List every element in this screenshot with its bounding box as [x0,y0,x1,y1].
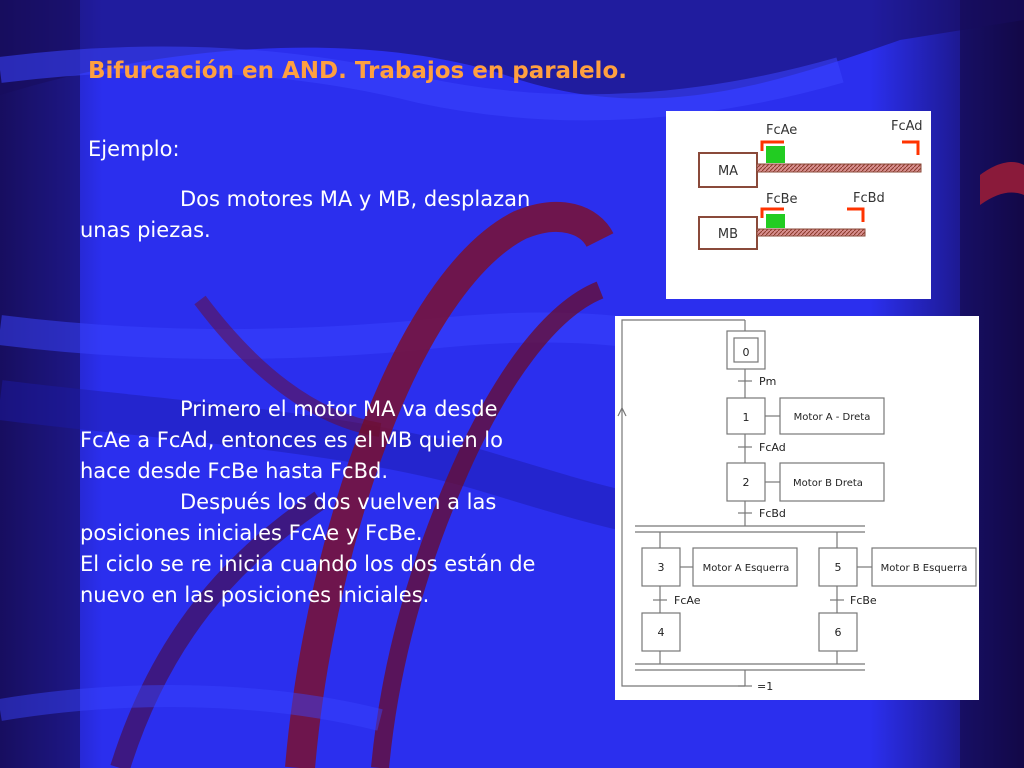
motor-mb-label: MB [718,227,738,242]
motor-mb-actuator [766,214,785,228]
example-label: Ejemplo: [88,137,180,161]
grafcet-diagram: 0 Pm 1 Motor A - Dreta FcAd 2 Motor B Dr… [615,316,979,700]
sensor-fcae-icon [760,140,784,151]
step-4-box [641,612,681,652]
grafcet-svg: 0 Pm 1 Motor A - Dreta FcAd 2 Motor B Dr… [617,319,977,693]
transition-fcad-label: FcAd [759,441,786,454]
step-5-label: 5 [835,561,842,574]
description-line-3: hace desde FcBe hasta FcBd. [80,459,388,483]
description-line-1: Primero el motor MA va desde [180,397,498,421]
motor-ma-label: MA [718,164,738,179]
intro-line-2: unas piezas. [80,218,211,242]
sensor-fcad-label: FcAd [891,119,923,134]
intro-paragraph: Dos motores MA y MB, desplazan unas piez… [80,184,600,246]
motor-mb-rail [756,228,866,237]
step-4-label: 4 [658,626,665,639]
step-6-label: 6 [835,626,842,639]
description-paragraph: Primero el motor MA va desde FcAe a FcAd… [80,394,610,611]
transition-fcbd-label: FcBd [759,507,786,520]
sensor-fcbe-label: FcBe [766,192,798,207]
step-0-outer [726,330,766,370]
motor-mb-box [698,216,758,250]
description-line-6: El ciclo se re inicia cuando los dos est… [80,552,536,576]
description-line-4: Después los dos vuelven a las [180,490,497,514]
sensor-fcbe-icon [760,207,784,218]
action-5-label: Motor B Esquerra [881,563,968,574]
step-3-label: 3 [658,561,665,574]
step-0-inner [733,337,759,363]
step-0-label: 0 [743,346,750,359]
action-3-box [692,547,798,587]
action-1-box [779,397,885,435]
step-2-label: 2 [743,476,750,489]
description-line-2: FcAe a FcAd, entonces es el MB quien lo [80,428,503,452]
action-5-box [871,547,977,587]
intro-line-1: Dos motores MA y MB, desplazan [180,187,531,211]
sensor-fcae-label: FcAe [766,123,797,138]
action-2-box [779,462,885,502]
sensor-fcbd-icon [847,207,865,222]
return-loop [621,319,745,687]
slide-title: Bifurcación en AND. Trabajos en paralelo… [88,58,627,84]
transition-pm-label: Pm [759,375,776,388]
action-2-label: Motor B Dreta [793,478,863,489]
return-arrow-icon [617,406,627,417]
sensor-fcad-icon [902,140,920,155]
motor-diagram: MA FcAe FcAd MB FcBe FcBd [666,111,931,299]
motor-diagram-svg: MA FcAe FcAd MB FcBe FcBd [698,119,923,250]
step-6-box [818,612,858,652]
transition-fcbe-label: FcBe [850,594,877,607]
motor-ma-rail [756,163,922,173]
sensor-fcbd-label: FcBd [853,191,885,206]
action-3-label: Motor A Esquerra [703,563,790,574]
action-1-label: Motor A - Dreta [794,412,871,423]
step-1-label: 1 [743,411,750,424]
description-line-5: posiciones iniciales FcAe y FcBe. [80,521,423,545]
description-line-7: nuevo en las posiciones iniciales. [80,583,430,607]
transition-final-label: =1 [757,680,773,693]
transition-fcae-label: FcAe [674,594,701,607]
motor-ma-actuator [766,146,785,163]
